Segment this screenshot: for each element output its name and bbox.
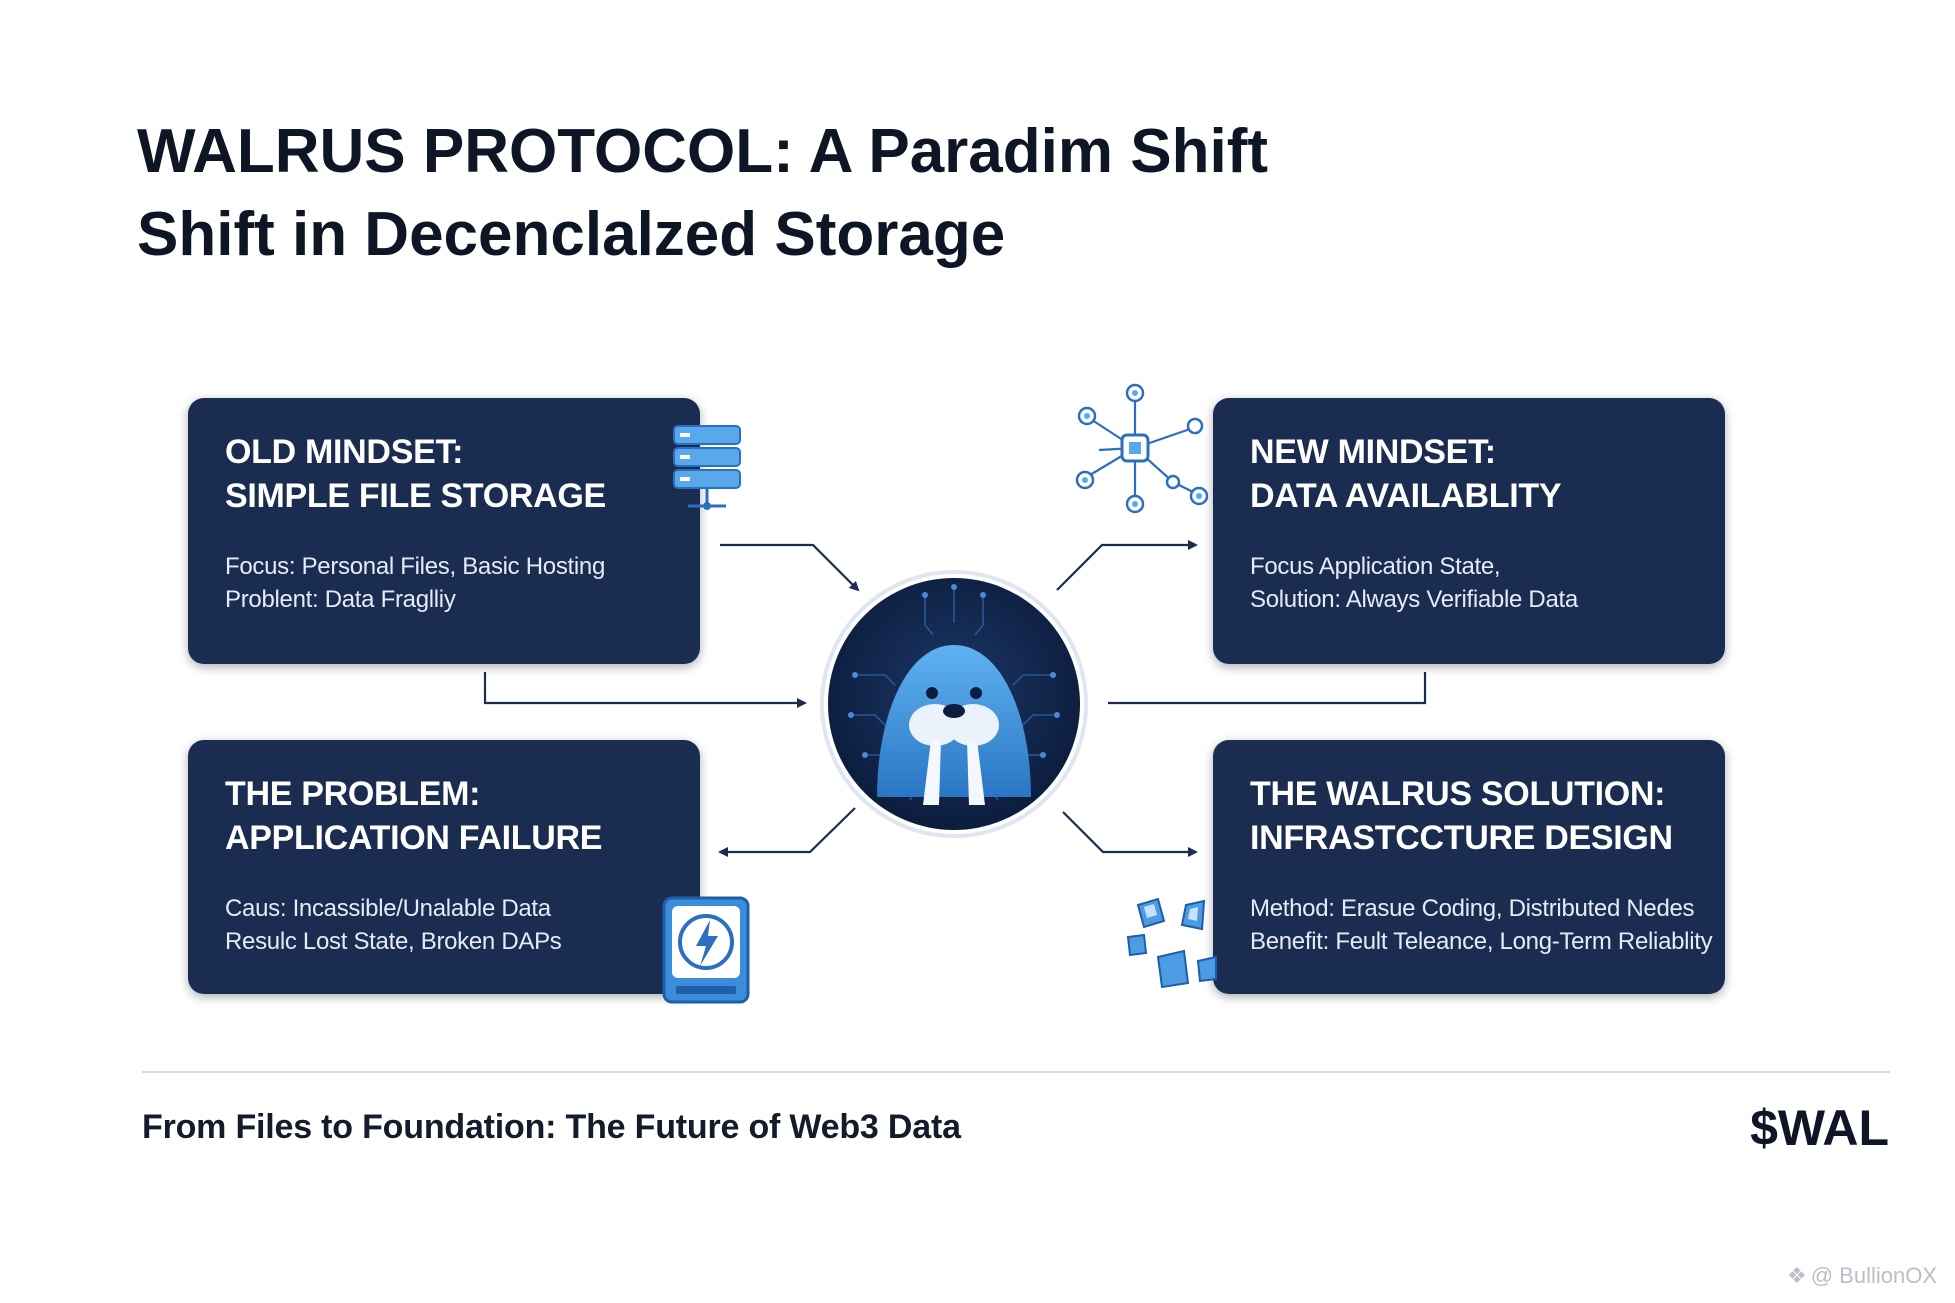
card-old-line-1: Focus: Personal Files, Basic Hosting	[225, 550, 700, 583]
card-solution-line-2: Benefit: Feult Teleance, Long-Term Relia…	[1250, 925, 1725, 958]
watermark-logo-icon: ❖	[1787, 1263, 1807, 1289]
card-solution-heading-1: THE WALRUS SOLUTION:	[1250, 772, 1725, 816]
network-nodes-icon	[1075, 378, 1213, 518]
token-ticker: $WAL	[1750, 1099, 1889, 1157]
card-solution-heading-2: INFRASTCCTURE DESIGN	[1250, 816, 1725, 860]
card-problem-heading-2: APPLICATION FAILURE	[225, 816, 700, 860]
watermark-text: @ BullionOX	[1811, 1263, 1937, 1288]
connector-new-lower	[1108, 672, 1425, 703]
walrus-circuit-icon	[815, 565, 1093, 843]
card-new-mindset: NEW MINDSET: DATA AVAILABLITY Focus Appl…	[1213, 398, 1725, 664]
card-old-mindset: OLD MINDSET: SIMPLE FILE STORAGE Focus: …	[188, 398, 700, 664]
card-old-body: Focus: Personal Files, Basic Hosting Pro…	[225, 550, 700, 616]
footer-divider	[142, 1071, 1890, 1073]
watermark: ❖@ BullionOX	[1787, 1263, 1937, 1289]
card-new-line-2: Solution: Always Verifiable Data	[1250, 583, 1725, 616]
card-solution-body: Method: Erasue Coding, Distributed Nedes…	[1250, 892, 1725, 958]
card-new-body: Focus Application State, Solution: Alway…	[1250, 550, 1725, 616]
server-stack-icon	[668, 422, 748, 522]
footer-tagline: From Files to Foundation: The Future of …	[142, 1108, 961, 1147]
card-solution-line-1: Method: Erasue Coding, Distributed Nedes	[1250, 892, 1725, 925]
card-walrus-solution: THE WALRUS SOLUTION: INFRASTCCTURE DESIG…	[1213, 740, 1725, 994]
card-problem-body: Caus: Incassible/Unalable Data Resulc Lo…	[225, 892, 700, 958]
card-old-heading-2: SIMPLE FILE STORAGE	[225, 474, 700, 518]
card-problem-line-2: Resulc Lost State, Broken DAPs	[225, 925, 700, 958]
card-old-heading-1: OLD MINDSET:	[225, 430, 700, 474]
card-new-line-1: Focus Application State,	[1250, 550, 1725, 583]
fragments-icon	[1124, 895, 1222, 1003]
card-problem-line-1: Caus: Incassible/Unalable Data	[225, 892, 700, 925]
card-new-heading-1: NEW MINDSET:	[1250, 430, 1725, 474]
connector-old-lower	[485, 672, 805, 703]
failed-drive-icon	[660, 894, 752, 1006]
card-new-heading-2: DATA AVAILABLITY	[1250, 474, 1725, 518]
card-problem-heading-1: THE PROBLEM:	[225, 772, 700, 816]
card-problem: THE PROBLEM: APPLICATION FAILURE Caus: I…	[188, 740, 700, 994]
card-old-line-2: Problent: Data Fraglliy	[225, 583, 700, 616]
